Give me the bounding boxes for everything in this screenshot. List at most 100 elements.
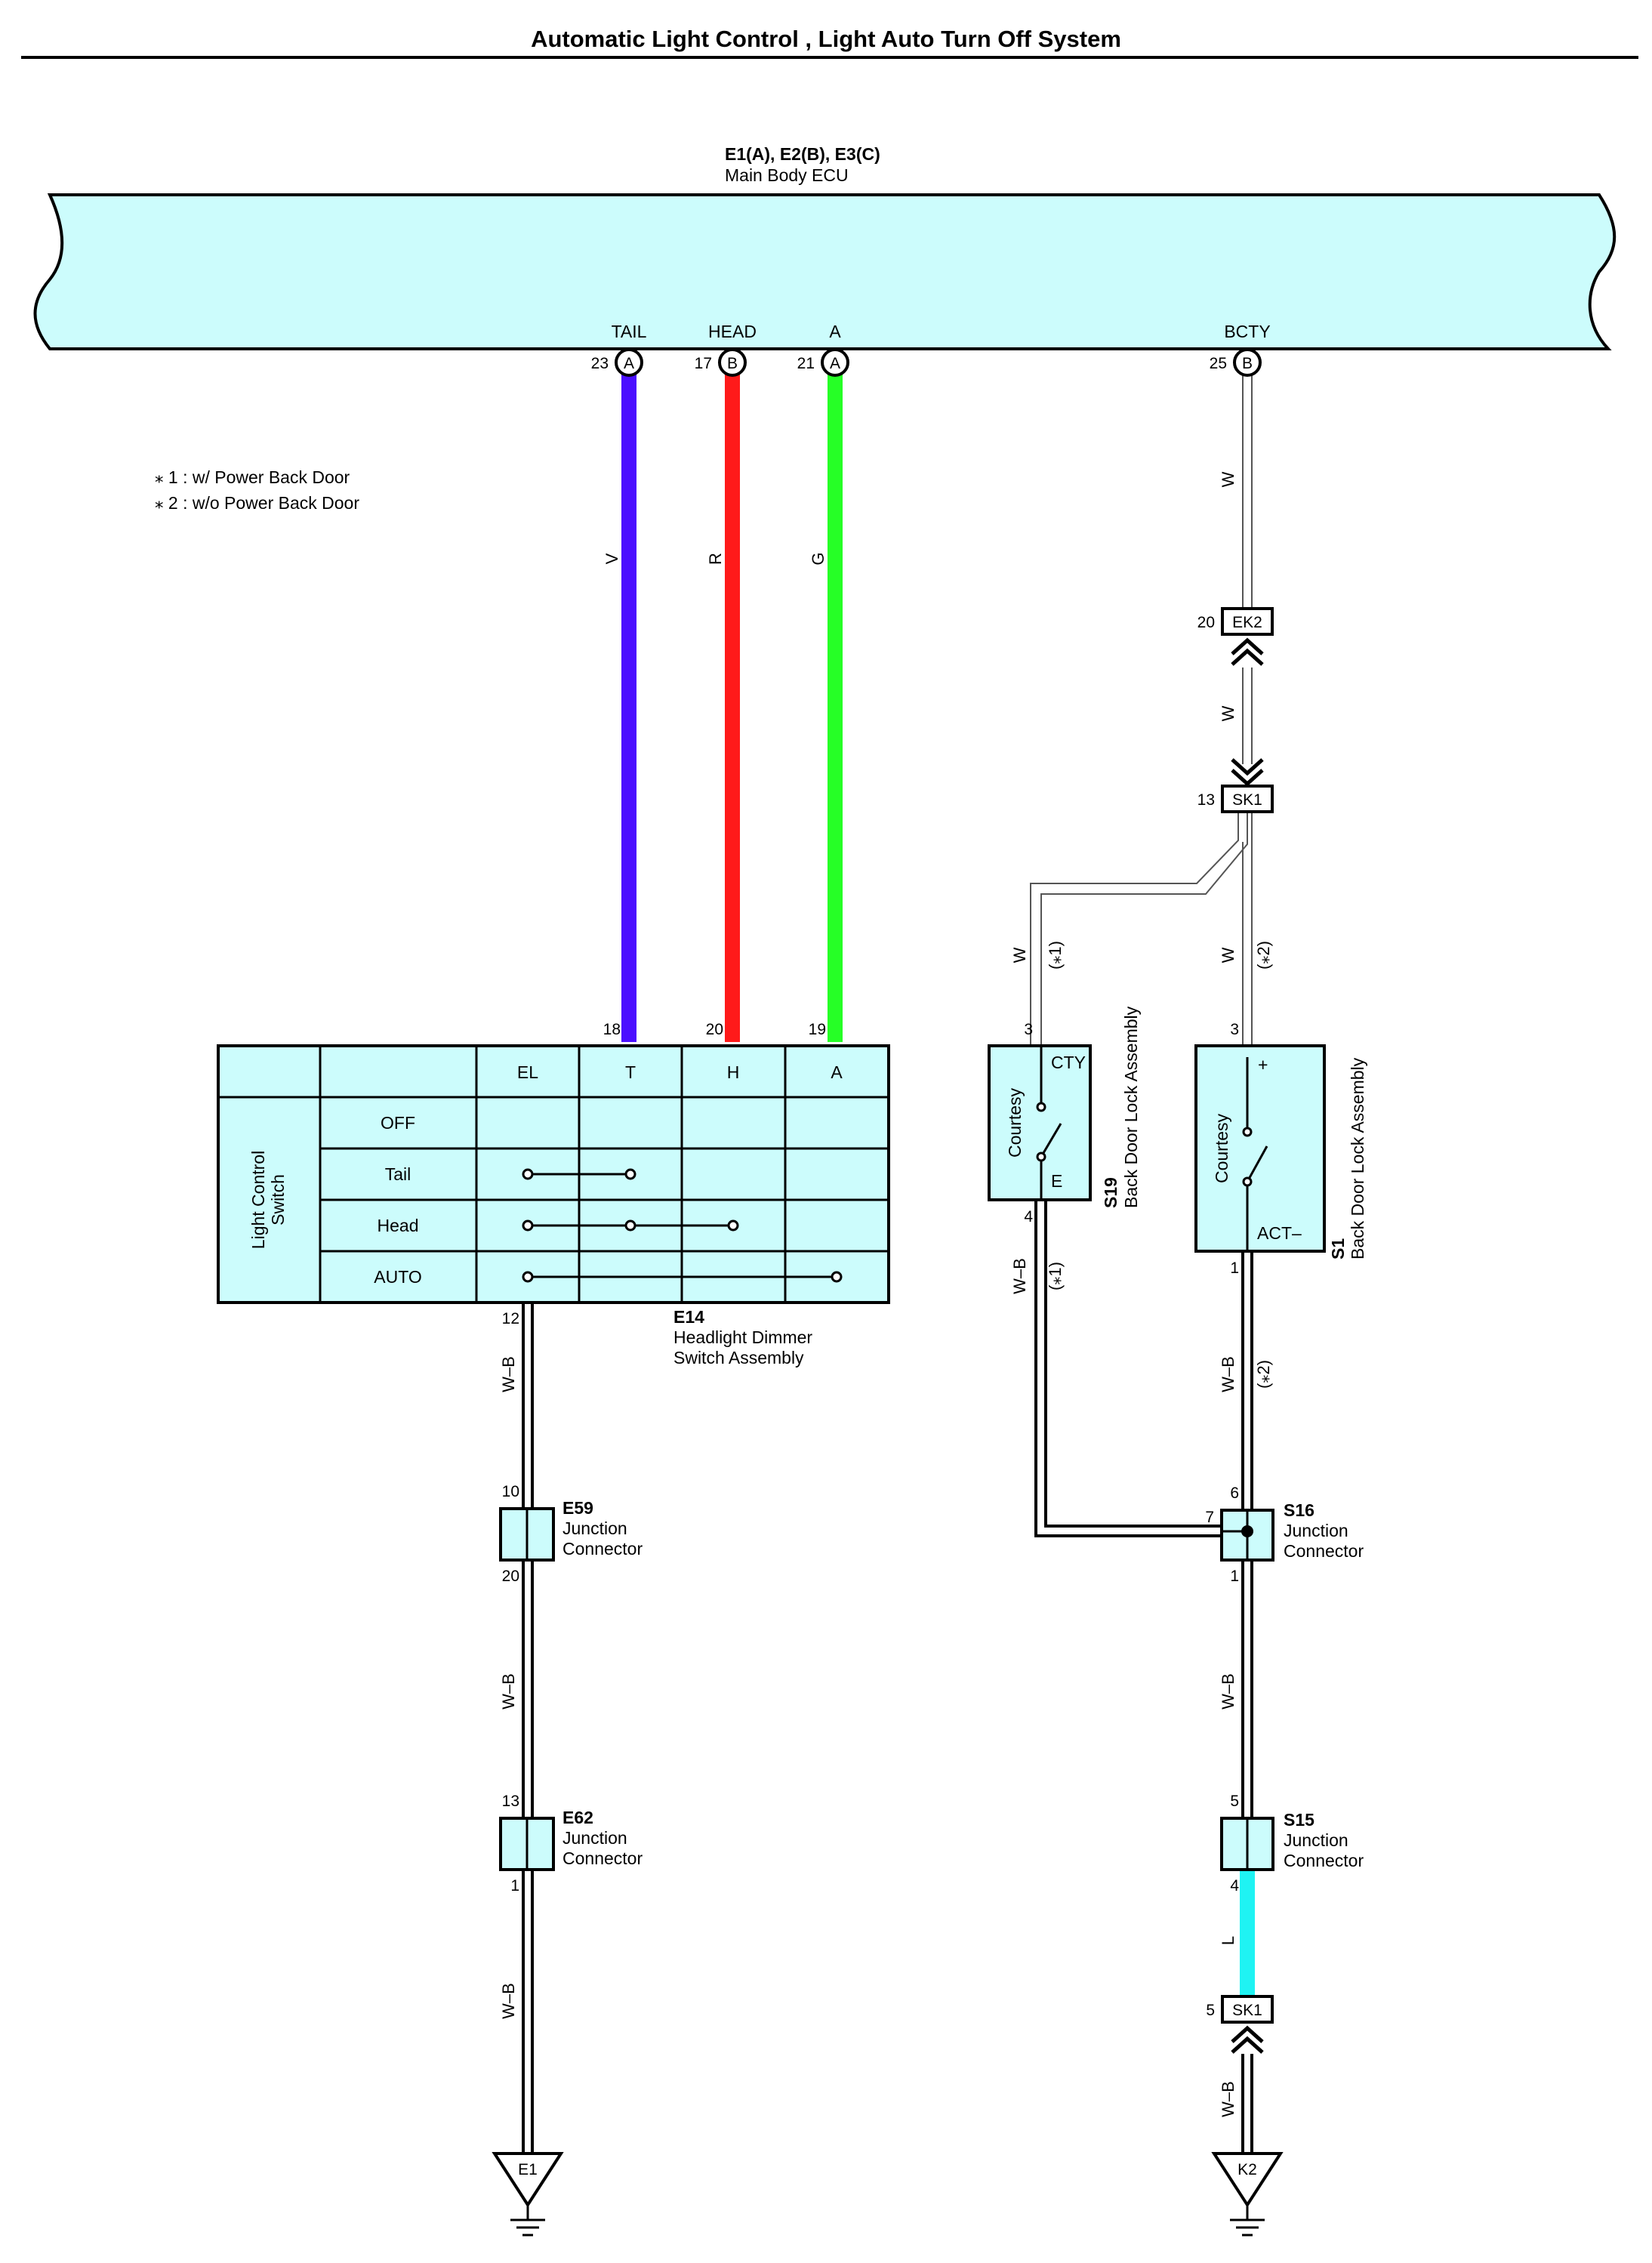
- ecu-name: Main Body ECU: [725, 165, 849, 185]
- s1-pin-bottom: 1: [1230, 1259, 1239, 1277]
- s16-id: S16: [1284, 1500, 1315, 1520]
- ecu-pin-conn-tail: A: [624, 355, 634, 372]
- wire-e62-to-e1: [522, 1870, 534, 2154]
- s19-terminal-e: E: [1051, 1171, 1062, 1191]
- s19-pin-bottom: 4: [1024, 1208, 1033, 1226]
- s15-line1: Junction: [1284, 1830, 1348, 1850]
- e62-pin-bottom: 1: [510, 1877, 519, 1895]
- wire-bcty-w-1: [1242, 372, 1253, 610]
- ecu-pin-a: A 21: [797, 348, 849, 377]
- ecu-pin-num-head: 17: [695, 355, 712, 372]
- wire-label-l: L: [1219, 1936, 1237, 1945]
- ecu-pin-num-a: 21: [797, 355, 815, 372]
- s19-back-door-lock: [988, 1044, 1092, 1201]
- e14-name-2: Switch Assembly: [673, 1348, 804, 1367]
- connector-sk1-top-pin: 13: [1197, 791, 1215, 809]
- e59-id: E59: [562, 1498, 593, 1518]
- switch-link-tail: [522, 1168, 636, 1180]
- diagram-title: Automatic Light Control , Light Auto Tur…: [531, 26, 1121, 52]
- ecu-pin-conn-bcty: B: [1242, 355, 1253, 372]
- wire-e14-to-e59: [522, 1303, 534, 1509]
- s1-name: Back Door Lock Assembly: [1348, 1057, 1367, 1259]
- ecu-pin-num-tail: 23: [591, 355, 609, 372]
- e14-id: E14: [673, 1307, 704, 1327]
- switch-side-label-1: Light Control: [248, 1151, 268, 1249]
- connector-ek2-label: EK2: [1232, 614, 1262, 631]
- e62-line2: Connector: [562, 1848, 643, 1868]
- wire-label-s19-w: W: [1010, 947, 1029, 963]
- wire-label-s16-s15: W–B: [1219, 1673, 1237, 1710]
- ecu-pin-tail: A 23: [591, 348, 643, 377]
- switch-pin-h: 20: [706, 1021, 723, 1038]
- ecu-pin-conn-head: B: [727, 355, 738, 372]
- light-control-switch-table: [217, 1044, 890, 1304]
- wire-label-sk1-k2: W–B: [1219, 2081, 1237, 2117]
- wire-to-s1: [1242, 813, 1253, 1046]
- wire-sk1-to-k2: [1241, 2054, 1253, 2154]
- connector-sk1-bottom-label: SK1: [1232, 2002, 1262, 2019]
- switch-col-el: EL: [517, 1062, 538, 1082]
- junction-s16: [1220, 1509, 1274, 1562]
- wire-label-v: V: [603, 553, 621, 564]
- junction-s15: [1220, 1817, 1274, 1871]
- wire-label-bcty-w-2: W: [1219, 705, 1237, 721]
- ground-k2: [1211, 2152, 1284, 2237]
- switch-pin-el: 12: [502, 1310, 519, 1327]
- ecu-pin-bcty: B 25: [1210, 348, 1262, 377]
- e62-id: E62: [562, 1808, 593, 1827]
- s16-pin-left: 7: [1205, 1509, 1214, 1526]
- s19-pin-top: 3: [1024, 1021, 1033, 1038]
- ecu-pin-conn-a: A: [830, 355, 840, 372]
- ground-e1: [492, 2152, 564, 2237]
- switch-col-t: T: [625, 1062, 636, 1082]
- ecu-pin-label-tail: TAIL: [612, 322, 647, 341]
- connector-ek2: EK2 20: [1197, 607, 1274, 666]
- ecu-pin-label-head: HEAD: [708, 322, 757, 341]
- wire-s16-to-s15: [1241, 1558, 1253, 1818]
- s1-pin-top: 3: [1230, 1021, 1239, 1038]
- switch-row-tail: Tail: [385, 1164, 411, 1184]
- note-1: ⁎ 1 : w/ Power Back Door: [155, 467, 350, 487]
- ecu-ref: E1(A), E2(B), E3(C): [725, 144, 880, 164]
- ground-k2-label: K2: [1237, 2161, 1257, 2178]
- wire-branch-to-s19: [1030, 813, 1248, 1046]
- wire-label-s1-w: W: [1219, 947, 1237, 963]
- e62-line1: Junction: [562, 1828, 627, 1848]
- s1-terminal-plus: +: [1258, 1055, 1268, 1074]
- wire-label-e62-e1: W–B: [499, 1983, 518, 2019]
- ecu-pin-label-a: A: [829, 322, 841, 341]
- wire-label-s19-wb: W–B: [1010, 1258, 1029, 1294]
- s1-back-door-lock: [1194, 1044, 1326, 1253]
- s19-name: Back Door Lock Assembly: [1121, 1006, 1141, 1208]
- e59-line1: Junction: [562, 1518, 627, 1538]
- variant-s19-bottom: (⁎1): [1046, 1262, 1065, 1290]
- s1-id: S1: [1328, 1238, 1348, 1259]
- ecu-pin-num-bcty: 25: [1210, 355, 1227, 372]
- wire-label-bcty-w-1: W: [1219, 471, 1237, 487]
- wire-e59-to-e62: [522, 1560, 534, 1818]
- switch-col-h: H: [727, 1062, 740, 1082]
- variant-s1-top: (⁎2): [1254, 941, 1273, 970]
- wire-label-e59-e62: W–B: [499, 1673, 518, 1710]
- wire-bcty-w-2: [1242, 667, 1253, 764]
- s16-line1: Junction: [1284, 1521, 1348, 1540]
- s19-terminal-cty: CTY: [1051, 1053, 1086, 1072]
- variant-s1-bottom: (⁎2): [1254, 1360, 1273, 1389]
- ecu-pin-label-bcty: BCTY: [1224, 322, 1270, 341]
- junction-e62: [499, 1817, 555, 1871]
- main-body-ecu: [33, 193, 1617, 350]
- switch-link-auto: [522, 1271, 843, 1283]
- variant-s19-top: (⁎1): [1046, 941, 1065, 970]
- e59-line2: Connector: [562, 1539, 643, 1559]
- s15-pin-top: 5: [1230, 1793, 1239, 1810]
- connector-ek2-pin: 20: [1197, 614, 1215, 631]
- wire-s1-to-s16: [1241, 1251, 1253, 1510]
- connector-sk1-top-label: SK1: [1232, 791, 1262, 809]
- wire-label-e14-e59: W–B: [499, 1356, 518, 1392]
- s1-inner-label: Courtesy: [1212, 1113, 1231, 1183]
- e62-pin-top: 13: [502, 1793, 519, 1810]
- switch-link-head: [522, 1219, 739, 1232]
- switch-pin-t: 18: [603, 1021, 621, 1038]
- connector-sk1-bottom-pin: 5: [1206, 2002, 1215, 2019]
